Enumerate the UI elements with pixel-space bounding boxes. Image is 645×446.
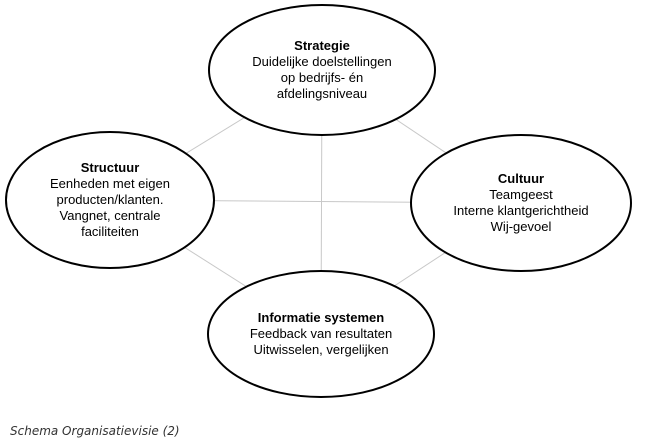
node-line-structuur-2: Vangnet, centrale (60, 208, 161, 223)
figure-caption: Schema Organisatievisie (2) (10, 424, 180, 438)
node-title-informatie: Informatie systemen (258, 310, 384, 325)
node-title-cultuur: Cultuur (498, 171, 544, 186)
node-line-informatie-0: Feedback van resultaten (250, 326, 392, 341)
node-line-structuur-0: Eenheden met eigen (50, 176, 170, 191)
node-ellipse-strategie (208, 4, 436, 136)
node-title-strategie: Strategie (294, 38, 350, 53)
node-line-strategie-0: Duidelijke doelstellingen (252, 54, 391, 69)
node-ellipse-informatie (207, 270, 435, 398)
node-line-structuur-3: faciliteiten (81, 224, 139, 239)
node-line-strategie-1: op bedrijfs- én (281, 70, 363, 85)
node-line-cultuur-0: Teamgeest (489, 187, 553, 202)
node-title-structuur: Structuur (81, 160, 140, 175)
node-line-strategie-2: afdelingsniveau (277, 86, 367, 101)
node-line-informatie-1: Uitwisselen, vergelijken (253, 342, 388, 357)
node-ellipse-structuur (5, 131, 215, 269)
node-line-structuur-1: producten/klanten. (57, 192, 164, 207)
node-line-cultuur-1: Interne klantgerichtheid (453, 203, 588, 218)
node-line-cultuur-2: Wij-gevoel (491, 219, 552, 234)
node-ellipse-cultuur (410, 134, 632, 272)
